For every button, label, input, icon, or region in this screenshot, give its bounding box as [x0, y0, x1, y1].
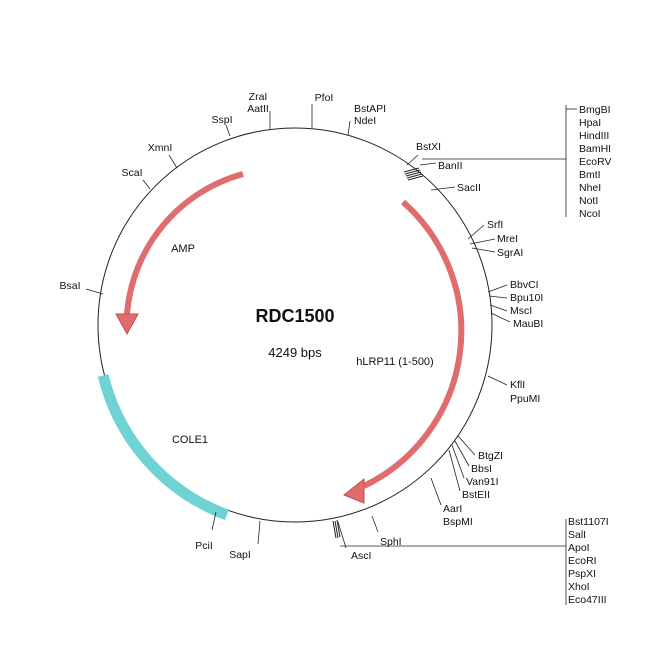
site-scai: ScaI [121, 167, 142, 179]
van91i-leader [451, 444, 465, 479]
mcs-bottom-item: SalI [568, 529, 586, 541]
cole1-label: COLE1 [172, 434, 208, 446]
site-zral: ZraI [249, 91, 268, 103]
sspi-leader [225, 124, 231, 137]
srfi-leader [467, 224, 485, 240]
site-aatii: AatII [247, 103, 269, 115]
mcs-top-item: NotI [579, 195, 598, 207]
bbvci-leader [487, 284, 508, 293]
sacii-leader [430, 186, 456, 191]
site-sphi: SphI [380, 536, 402, 548]
mcs-top-item: EcoRV [579, 156, 612, 168]
site-sacii: SacII [457, 182, 481, 194]
site-banii: BanII [438, 160, 463, 172]
sapi-leader [257, 520, 261, 545]
site-van91i: Van91I [466, 476, 499, 488]
amp-arrowhead [115, 313, 139, 336]
mcs-bottom-item: PspXI [568, 568, 596, 580]
btgzi-leader [457, 435, 476, 456]
mcs-bottom-ticks [332, 519, 341, 539]
site-sgrai: SgrAI [497, 247, 523, 259]
site-asci: AscI [351, 550, 371, 562]
mcs-top-item: NheI [579, 182, 601, 194]
mcs-bottom-item: XhoI [568, 581, 590, 593]
amp-label: AMP [171, 243, 195, 255]
msci-leader [489, 304, 508, 312]
mcs-bottom-item: ApoI [568, 542, 590, 554]
site-bsai: BsaI [59, 280, 80, 292]
pcii-leader [211, 511, 217, 531]
cole1-feature [97, 374, 229, 521]
site-sspi: SspI [211, 114, 232, 126]
site-bspmi: BspMI [443, 516, 473, 528]
bstxi-leader [406, 154, 419, 166]
site-ndei: NdeI [354, 115, 376, 127]
mcs-top-ticks [403, 167, 424, 181]
site-bsteii: BstEII [462, 489, 490, 501]
hlrp11-arrowhead [343, 477, 365, 504]
mcs-top-list: BmgBI HpaI HindIII BamHI EcoRV BmtI NheI… [566, 104, 612, 220]
site-srfi: SrfI [487, 219, 503, 231]
bbsi-leader [454, 440, 470, 467]
mrei-leader [469, 238, 496, 245]
scai-leader [142, 179, 151, 190]
site-msci: MscI [510, 305, 532, 317]
hlrp11-arrow-shaft [362, 199, 465, 489]
site-maubi: MauBI [513, 318, 543, 330]
mcs-top-item: HindIII [579, 130, 609, 142]
site-xmni: XmnI [148, 142, 173, 154]
mcs-top-item: HpaI [579, 117, 601, 129]
site-pcii: PciI [195, 540, 213, 552]
site-sapi: SapI [229, 549, 251, 561]
site-ppumi: PpuMI [510, 393, 540, 405]
bpu10i-leader [488, 295, 508, 299]
banii-leader [419, 162, 437, 166]
site-mrei: MreI [497, 233, 518, 245]
site-bpu10i: Bpu10I [510, 292, 543, 304]
site-bbsi: BbsI [471, 463, 492, 475]
aari-leader [430, 477, 442, 506]
site-pfoi: PfoI [315, 92, 334, 104]
bstapi-leader [347, 120, 351, 136]
mcs-top-item: BmtI [579, 169, 601, 181]
site-aari: AarI [443, 503, 462, 515]
hlrp11-label: hLRP11 (1-500) [356, 356, 433, 368]
mcs-bottom-item: EcoRI [568, 555, 597, 567]
sgrai-leader [471, 247, 496, 253]
mcs-bottom-item: Bst1107I [568, 516, 609, 528]
site-bbvci: BbvCI [510, 279, 539, 291]
sphi-leader [371, 515, 379, 533]
plasmid-size: 4249 bps [268, 345, 322, 360]
plasmid-backbone [97, 127, 493, 523]
mcs-top-item: BmgBI [579, 104, 611, 116]
asci-leader [337, 521, 347, 549]
site-bstxi: BstXI [416, 141, 441, 153]
mcs-top-item: NcoI [579, 208, 601, 220]
amp-arrow-shaft [124, 171, 244, 315]
plasmid-name: RDC1500 [255, 306, 334, 326]
site-bstapi: BstAPI [354, 103, 386, 115]
bsai-leader [85, 288, 104, 295]
kfli-leader [487, 375, 508, 386]
mcs-bottom-list: Bst1107I SalI ApoI EcoRI PspXI XhoI Eco4… [568, 516, 609, 606]
maubi-leader [490, 312, 511, 323]
site-kfli: KflI [510, 379, 525, 391]
mcs-top-item: BamHI [579, 143, 611, 155]
bsteii-leader [448, 449, 461, 492]
xmni-leader [168, 154, 178, 169]
site-btgzi: BtgZI [478, 450, 503, 462]
mcs-bottom-item: Eco47III [568, 594, 607, 606]
